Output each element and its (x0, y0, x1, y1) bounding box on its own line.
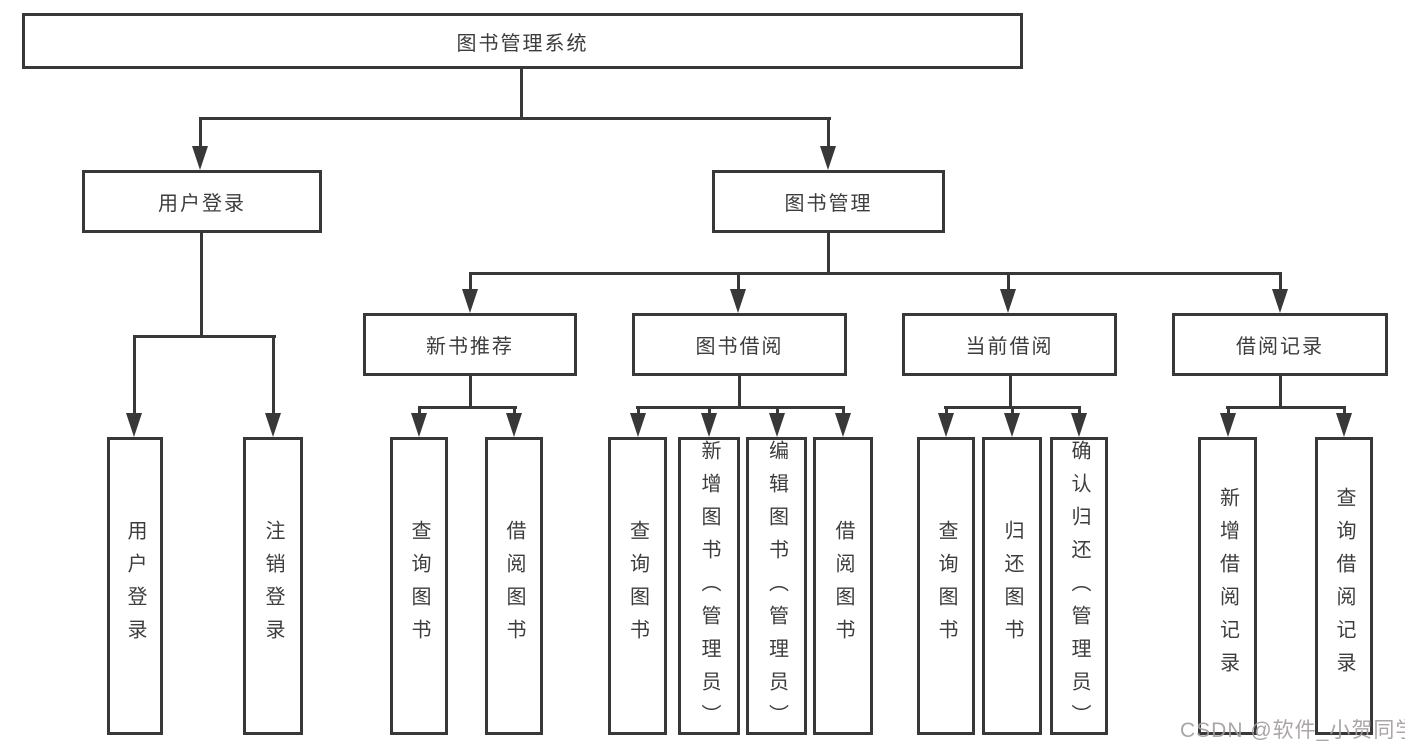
connector-drop-leaf-logout (272, 335, 275, 417)
connector-drop-new-book (469, 272, 472, 293)
arrowhead-query-record (1336, 413, 1352, 437)
node-current-borrowing: 当前借阅 (902, 313, 1117, 376)
arrowhead-add-books (701, 413, 717, 437)
arrowhead-current-borrowing (1000, 289, 1016, 313)
leaf-label: 查询图书 (935, 520, 957, 652)
leaf-label: 查询图书 (626, 520, 649, 652)
node-label: 借阅记录 (1236, 336, 1324, 358)
arrowhead-book-borrowing (730, 289, 746, 313)
leaf-query-borrow-record: 查询借阅记录 (1315, 437, 1373, 735)
node-label: 图书管理 (784, 193, 873, 215)
leaf-label: 查询图书 (408, 520, 430, 652)
node-label: 图书借阅 (695, 336, 784, 358)
connector-drop-query-books-1 (418, 406, 421, 418)
arrowhead-confirm-return (1071, 413, 1087, 437)
connector-drop-query-record (1343, 406, 1346, 418)
arrowhead-book-management (820, 146, 836, 170)
leaf-borrow-books-recommend: 借阅图书 (485, 437, 543, 735)
leaf-add-books-admin: 新增图书（管理员） (678, 437, 740, 737)
leaf-query-books-borrowing: 查询图书 (608, 437, 667, 735)
connector-drop-add-record (1227, 406, 1230, 418)
arrowhead-query-books-1 (411, 413, 427, 437)
connector-root-stem (520, 69, 523, 119)
connector-book-mgmt-stem (827, 233, 830, 275)
arrowhead-user-login (192, 146, 208, 170)
node-label: 新书推荐 (426, 336, 514, 358)
connector-borrowing-records-stem (1279, 376, 1282, 408)
leaf-confirm-return-admin: 确认归还（管理员） (1050, 437, 1108, 737)
connector-current-borrowing-stem (1009, 376, 1012, 408)
connector-drop-current-borrowing (1007, 272, 1010, 293)
connector-book-borrowing-stem (738, 376, 741, 408)
node-book-management: 图书管理 (712, 170, 945, 233)
arrowhead-borrowing-records (1272, 289, 1288, 313)
leaf-label: 归还图书 (1001, 520, 1023, 652)
arrowhead-query-books-2 (630, 413, 646, 437)
arrowhead-borrow-books-2 (835, 413, 851, 437)
leaf-query-books-current: 查询图书 (917, 437, 975, 735)
leaf-user-login: 用户登录 (107, 437, 163, 735)
arrowhead-borrow-books-1 (506, 413, 522, 437)
connector-user-login-rail (133, 335, 276, 338)
csdn-watermark: CSDN @软件_小贺同学 (1180, 719, 1405, 742)
connector-drop-user-login (199, 117, 202, 150)
leaf-label: 确认归还（管理员） (1068, 440, 1090, 737)
leaf-label: 查询借阅记录 (1333, 487, 1355, 685)
arrowhead-edit-books (769, 413, 785, 437)
connector-book-mgmt-rail (469, 272, 1282, 275)
leaf-return-books: 归还图书 (982, 437, 1042, 735)
connector-drop-leaf-user-login (133, 335, 136, 417)
node-borrowing-records: 借阅记录 (1172, 313, 1388, 376)
connector-drop-book-borrowing (737, 272, 740, 293)
connector-drop-borrow-books-1 (513, 406, 516, 418)
leaf-borrow-books: 借阅图书 (813, 437, 873, 735)
arrowhead-leaf-logout (265, 413, 281, 437)
node-label: 用户登录 (158, 193, 246, 215)
connector-new-book-stem (469, 376, 472, 408)
leaf-label: 新增图书（管理员） (698, 440, 720, 737)
node-label: 当前借阅 (965, 336, 1054, 358)
arrowhead-leaf-user-login (126, 413, 142, 437)
leaf-add-borrow-record: 新增借阅记录 (1198, 437, 1257, 735)
connector-drop-book-management (827, 117, 830, 150)
connector-root-rail (199, 117, 831, 120)
node-library-management-system: 图书管理系统 (22, 13, 1023, 69)
connector-borrowing-records-rail (1226, 406, 1346, 409)
leaf-label: 借阅图书 (503, 520, 525, 652)
connector-drop-edit-books (776, 406, 779, 418)
leaf-edit-books-admin: 编辑图书（管理员） (746, 437, 807, 737)
leaf-query-books-recommend: 查询图书 (390, 437, 448, 735)
node-user-login: 用户登录 (82, 170, 322, 233)
connector-drop-borrowing-records (1279, 272, 1282, 293)
arrowhead-return-books (1004, 413, 1020, 437)
node-book-borrowing: 图书借阅 (632, 313, 847, 376)
leaf-label: 用户登录 (124, 520, 146, 652)
node-new-book-recommend: 新书推荐 (363, 313, 577, 376)
connector-drop-query-books-2 (637, 406, 640, 418)
connector-drop-borrow-books-2 (842, 406, 845, 418)
leaf-logout: 注销登录 (243, 437, 303, 735)
connector-drop-query-books-3 (945, 406, 948, 418)
connector-new-book-rail (418, 406, 517, 409)
arrowhead-add-record (1220, 413, 1236, 437)
leaf-label: 借阅图书 (832, 520, 854, 652)
leaf-label: 注销登录 (262, 520, 284, 652)
node-label: 图书管理系统 (456, 32, 589, 55)
connector-drop-return-books (1011, 406, 1014, 418)
leaf-label: 新增借阅记录 (1216, 487, 1239, 685)
connector-drop-add-books (708, 406, 711, 418)
leaf-label: 编辑图书（管理员） (765, 440, 788, 737)
arrowhead-query-books-3 (938, 413, 954, 437)
connector-user-login-stem (200, 233, 203, 337)
connector-drop-confirm-return (1078, 406, 1081, 418)
connector-book-borrowing-rail (636, 406, 845, 409)
arrowhead-new-book (462, 289, 478, 313)
